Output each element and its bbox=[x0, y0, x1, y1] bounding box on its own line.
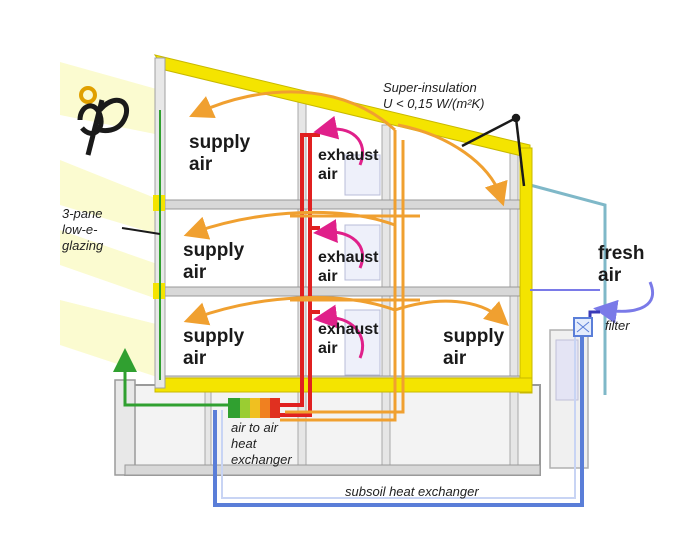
supply-air-label: supply bbox=[183, 240, 245, 261]
glazing-pointer bbox=[121, 227, 161, 235]
glazing-label: low-e- bbox=[62, 222, 98, 237]
exhaust-air-label: air bbox=[318, 166, 338, 183]
exhaust-air-label: exhaust bbox=[318, 321, 379, 338]
supply-air-label: air bbox=[183, 262, 207, 283]
super-insulation-label: Super-insulation bbox=[383, 80, 477, 95]
filter-label: filter bbox=[605, 318, 630, 333]
fresh-air-arrow bbox=[593, 281, 655, 324]
exhaust-air-label: air bbox=[318, 340, 338, 357]
basement bbox=[114, 379, 541, 476]
glazing-label: glazing bbox=[62, 238, 104, 253]
supply-air-label: supply bbox=[189, 132, 251, 153]
heat-exchanger-label: air to air bbox=[231, 420, 279, 435]
heat-exchanger-label: exchanger bbox=[231, 452, 292, 467]
exhaust-air-label: air bbox=[318, 268, 338, 285]
supply-air-label: supply bbox=[183, 326, 245, 347]
insulation-pointer bbox=[461, 113, 526, 187]
subsoil-heat-exchanger-label: subsoil heat exchanger bbox=[345, 484, 479, 499]
filter-icon bbox=[573, 317, 593, 337]
outlet-air-arrow bbox=[113, 348, 232, 407]
heat-exchanger-icon bbox=[228, 398, 280, 418]
supply-air-label: supply bbox=[443, 326, 505, 347]
exhaust-air-label: exhaust bbox=[318, 249, 379, 266]
supply-air-label: air bbox=[443, 348, 467, 369]
passive-house-logo-icon bbox=[77, 86, 130, 156]
super-insulation-value: U < 0,15 W/(m²K) bbox=[383, 96, 485, 111]
exhaust-air-label: exhaust bbox=[318, 147, 379, 164]
fresh-air-label: fresh bbox=[598, 243, 644, 264]
insulation-envelope bbox=[153, 54, 533, 394]
right-extension bbox=[529, 183, 607, 469]
fresh-air-label: air bbox=[598, 265, 622, 286]
exhaust-air-arrows bbox=[313, 115, 364, 359]
heat-exchanger-label: heat bbox=[231, 436, 258, 451]
supply-air-arrows bbox=[183, 90, 509, 327]
glazing-label: 3-pane bbox=[62, 206, 102, 221]
subsoil-pipe bbox=[213, 325, 584, 507]
supply-air-label: air bbox=[183, 348, 207, 369]
supply-air-label: air bbox=[189, 154, 213, 175]
subsoil-pipe-inner bbox=[221, 335, 576, 499]
